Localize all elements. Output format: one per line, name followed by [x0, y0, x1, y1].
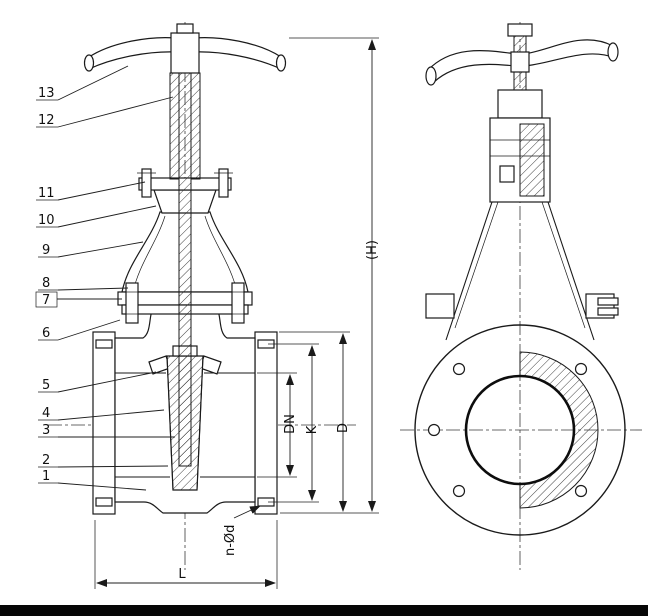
- bolt-hole: [427, 423, 441, 437]
- dimensions: (H) D K DN L: [94, 37, 380, 589]
- callout-6: 6: [38, 319, 121, 341]
- callout-label: 6: [42, 326, 50, 341]
- callout-7: 7: [35, 291, 122, 308]
- stem: [178, 33, 192, 467]
- callout-label: 10: [38, 213, 55, 228]
- handwheel: [83, 23, 287, 74]
- callout-13: 13: [36, 65, 129, 101]
- flange-right: [254, 331, 278, 515]
- callout-12: 12: [36, 96, 174, 128]
- callouts: 13 12 11 10 9 8: [35, 65, 175, 491]
- dim-label-D: D: [336, 423, 351, 433]
- seat-rings: [148, 355, 222, 375]
- callout-label: 12: [38, 113, 55, 128]
- callout-label: 2: [42, 453, 50, 468]
- bolt-hole: [452, 484, 466, 498]
- flange-tab-right: [585, 293, 619, 319]
- dimension-H: (H): [280, 37, 380, 514]
- bottom-bar: [0, 605, 648, 616]
- bonnet-bolt-right: [231, 282, 245, 324]
- section-hatch: [519, 351, 599, 509]
- callout-9: 9: [38, 241, 144, 258]
- callout-1: 1: [38, 469, 147, 491]
- flange-tab-left: [425, 293, 455, 319]
- dim-label-n-od: n-Ød: [223, 525, 238, 556]
- stem-nut-side: [507, 23, 533, 37]
- callout-4: 4: [38, 406, 165, 421]
- callout-label: 4: [42, 406, 50, 421]
- dim-label-K: K: [305, 425, 320, 434]
- callout-5: 5: [38, 371, 157, 393]
- side-view: [400, 22, 642, 570]
- dim-label-DN: DN: [283, 414, 298, 434]
- bore-circle: [464, 374, 576, 486]
- callout-2: 2: [38, 453, 169, 468]
- dimension-bolt-note: n-Ød: [223, 505, 261, 556]
- bonnet-bolt-left: [125, 282, 139, 324]
- bolt-hole: [574, 484, 588, 498]
- handwheel-side: [425, 39, 619, 86]
- dimension-D: D: [279, 331, 351, 512]
- callout-3: 3: [38, 423, 175, 438]
- callout-10: 10: [36, 205, 157, 228]
- centerlines-side: [400, 22, 642, 570]
- callout-label: 5: [42, 378, 50, 393]
- callout-11: 11: [36, 181, 146, 201]
- dimension-DN: DN: [257, 372, 298, 478]
- callout-label: 8: [42, 276, 50, 291]
- callout-label: 13: [38, 86, 55, 101]
- flange-disc: [414, 324, 626, 536]
- dimension-L: L: [94, 520, 278, 589]
- bolt-hole: [452, 362, 466, 376]
- yoke-block: [489, 89, 551, 203]
- callout-label: 1: [42, 469, 50, 484]
- front-view: [48, 22, 356, 570]
- dimension-K: K: [268, 343, 320, 503]
- callout-label: 11: [38, 186, 55, 201]
- callout-label: 7: [42, 293, 50, 308]
- bolt-hole: [574, 362, 588, 376]
- callout-label: 9: [42, 243, 50, 258]
- dim-label-L: L: [178, 567, 186, 582]
- callout-8: 8: [38, 276, 129, 291]
- dim-label-H: (H): [365, 240, 380, 260]
- callout-label: 3: [42, 423, 50, 438]
